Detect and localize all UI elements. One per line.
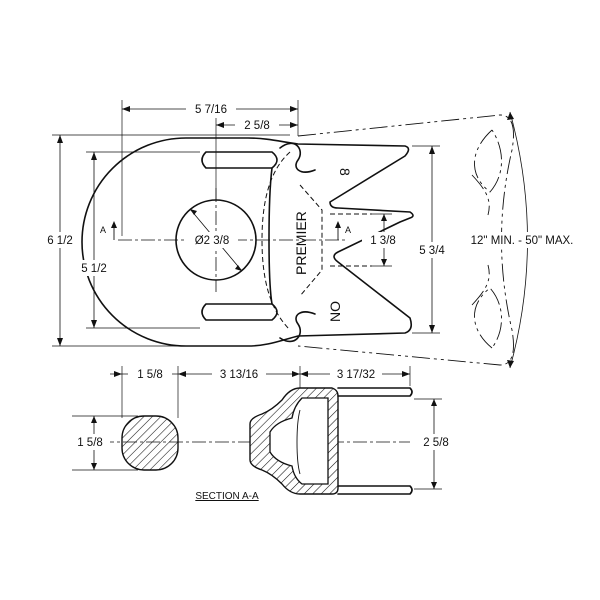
section-marker-left-arrow — [111, 221, 117, 228]
dim-bar-width: 1 5/8 — [137, 369, 163, 381]
arrow-fork-height-top — [431, 399, 437, 406]
lower-slot — [201, 303, 278, 321]
arrow-length-range-bottom — [507, 360, 514, 368]
arrow-bar-height-top — [91, 416, 97, 423]
dim-fork-to-center: 2 5/8 — [244, 120, 270, 132]
arrow-fork-span-top — [429, 146, 435, 154]
phantom-link-tip — [471, 174, 490, 306]
body-outline — [81, 137, 414, 347]
dim-overall-length: 5 7/16 — [195, 104, 227, 116]
neck-contour — [268, 167, 273, 305]
arrow-overall-length-left — [122, 106, 130, 112]
dim-slot-gap: 1 3/8 — [370, 235, 396, 247]
stamp-brand: PREMIER — [293, 211, 309, 275]
section-view: 1 5/8 3 13/16 3 17/32 1 5/8 2 5/8 SECTIO — [70, 366, 456, 502]
fork-prong-top — [337, 387, 413, 397]
arrow-fork-length-left — [300, 371, 308, 377]
dim-overall-height: 6 1/2 — [47, 235, 73, 247]
arrow-fork-length-right — [402, 371, 410, 377]
upper-slot — [201, 151, 278, 169]
phantom-link-upper — [474, 129, 502, 193]
section-marker-right-label: A — [345, 225, 351, 235]
dim-fork-length: 3 17/32 — [337, 369, 375, 381]
note-length-range: 12" MIN. - 50" MAX. — [471, 235, 574, 247]
stamp-model: NO — [327, 301, 343, 322]
dim-inner-height: 5 1/2 — [81, 263, 107, 275]
phantom-link-lower — [474, 287, 502, 349]
arrow-overall-height-top — [57, 135, 63, 143]
dim-fork-span: 5 3/4 — [419, 245, 445, 257]
section-marker-left-label: A — [100, 225, 106, 235]
arrow-inner-height-top — [91, 152, 97, 160]
arrow-fork-to-center-left — [216, 122, 224, 128]
dim-fork-height: 2 5/8 — [423, 437, 449, 449]
arrow-length-range-top — [507, 112, 514, 120]
bar-cross-section — [121, 415, 179, 471]
arrow-fork-height-bottom — [431, 482, 437, 489]
arrow-bar-spacing-right — [292, 371, 300, 377]
arrow-fork-to-center-right — [290, 122, 298, 128]
neck-lobe-top — [279, 142, 316, 173]
arrow-inner-height-bottom — [91, 320, 97, 328]
arrow-slot-gap-top — [381, 214, 387, 221]
section-title: SECTION A-A — [195, 491, 259, 502]
arrow-bar-spacing-left — [178, 371, 186, 377]
section-marker-right-arrow — [335, 221, 341, 228]
arrow-slot-gap-bottom — [381, 259, 387, 266]
bore-arrow-b — [235, 265, 242, 271]
arrow-overall-height-bottom — [57, 338, 63, 346]
fork-prong-bottom — [337, 485, 413, 495]
hidden-pocket-inner — [299, 184, 323, 297]
clevis-inner-pocket — [269, 397, 329, 485]
arrow-overall-length-right — [290, 106, 298, 112]
arrow-bar-height-bottom — [91, 463, 97, 470]
dim-bore: Ø2 3/8 — [195, 235, 230, 247]
neck-lobe-bottom — [279, 311, 316, 343]
arrow-fork-span-bottom — [429, 325, 435, 333]
clevis-pocket-curve — [296, 409, 301, 475]
dim-bar-spacing: 3 13/16 — [220, 369, 258, 381]
dim-bar-height: 1 5/8 — [77, 437, 103, 449]
top-view: A A PREMIER NO 8 5 7/16 2 5/8 — [40, 100, 582, 369]
bore-arrow-a — [190, 209, 197, 215]
hidden-pocket — [261, 151, 291, 331]
arrow-bar-width-left — [114, 371, 122, 377]
stamp-number: 8 — [337, 168, 353, 176]
